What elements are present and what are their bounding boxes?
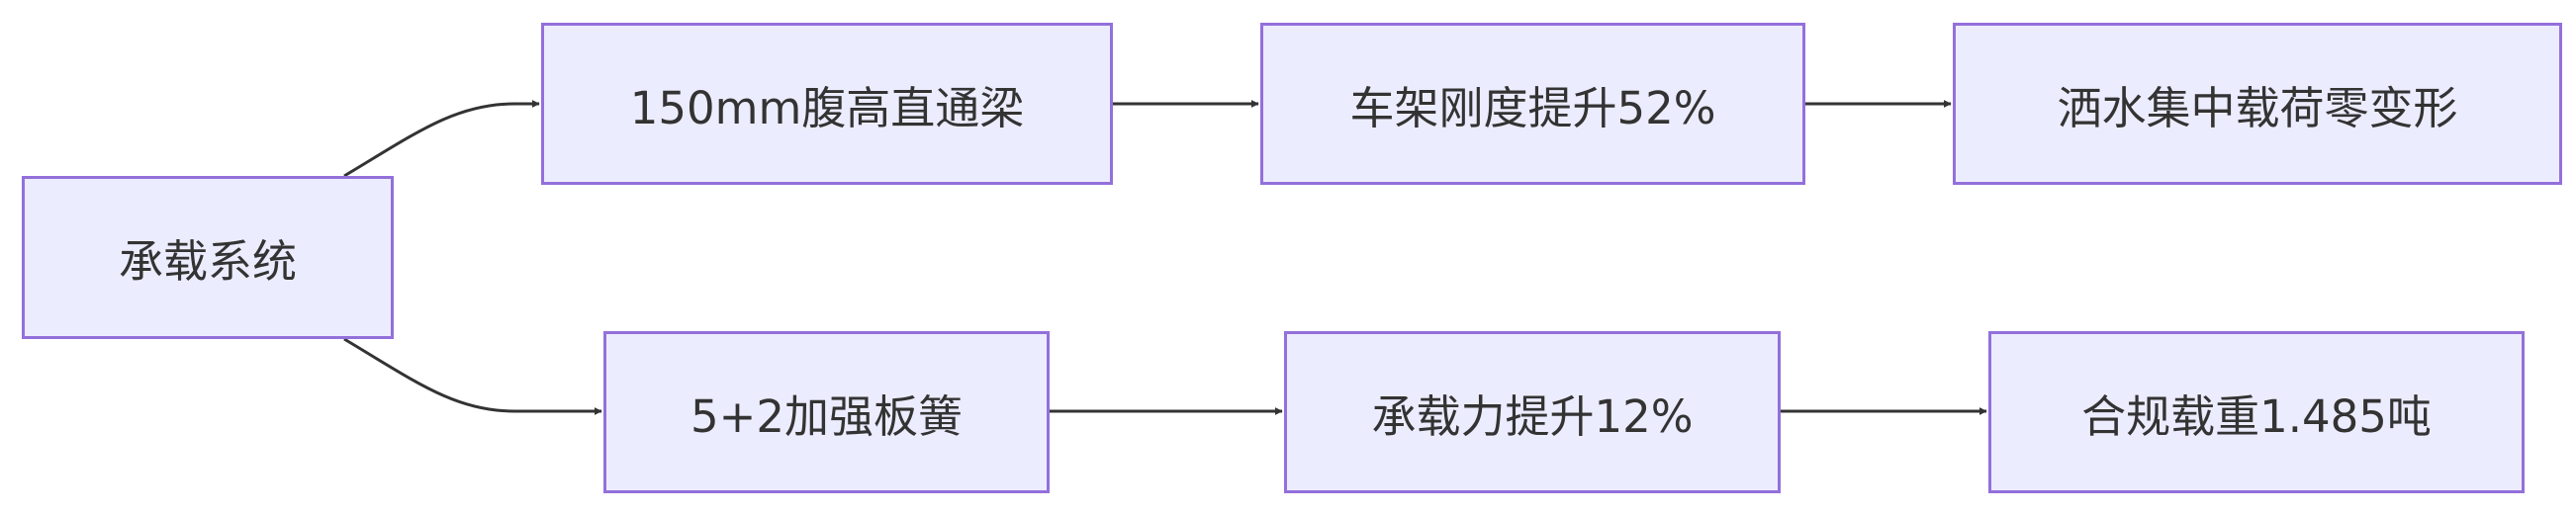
edge-root-to-top-1 xyxy=(343,100,540,178)
node-top-3: 洒水集中载荷零变形 xyxy=(1953,23,2562,185)
node-bottom-1: 5+2加强板簧 xyxy=(603,331,1050,493)
node-top-3-label: 洒水集中载荷零变形 xyxy=(2057,81,2458,134)
node-root: 承载系统 xyxy=(22,176,394,339)
node-bottom-3-label: 合规载重1.485吨 xyxy=(2081,389,2432,443)
node-root-label: 承载系统 xyxy=(118,235,297,288)
node-bottom-1-label: 5+2加强板簧 xyxy=(690,389,963,443)
node-top-1-label: 150mm腹高直通梁 xyxy=(629,81,1025,134)
node-bottom-2: 承载力提升12% xyxy=(1284,331,1781,493)
node-top-2: 车架刚度提升52% xyxy=(1260,23,1805,185)
node-top-1: 150mm腹高直通梁 xyxy=(541,23,1113,185)
node-bottom-3: 合规载重1.485吨 xyxy=(1988,331,2525,493)
node-top-2-label: 车架刚度提升52% xyxy=(1349,81,1716,134)
node-bottom-2-label: 承载力提升12% xyxy=(1371,389,1694,443)
edge-root-to-bottom-1 xyxy=(343,337,602,415)
